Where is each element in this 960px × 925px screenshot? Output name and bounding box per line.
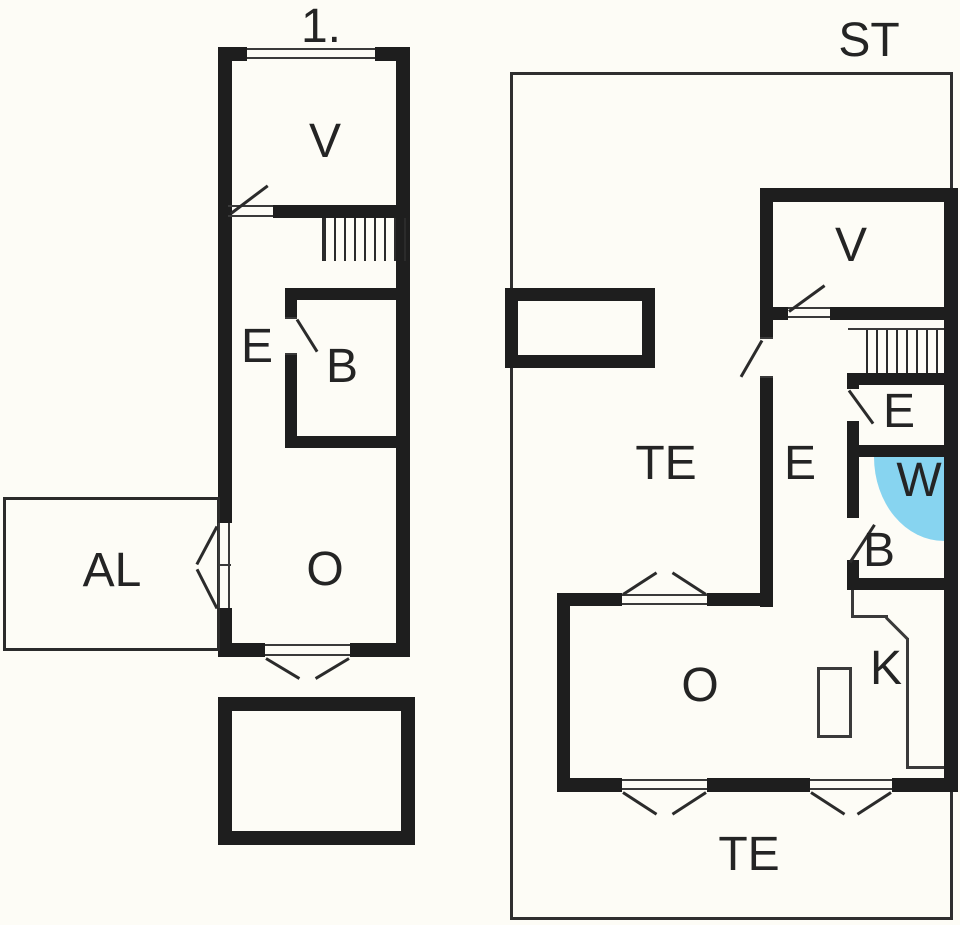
door-threshold <box>760 376 773 378</box>
door-threshold <box>265 654 350 656</box>
room-label-w: W <box>896 454 942 507</box>
stairs-first-floor <box>322 218 410 261</box>
first-floor-title: 1. <box>300 0 342 53</box>
wall <box>944 188 958 792</box>
wall <box>557 593 622 606</box>
wall <box>218 643 265 657</box>
door-threshold <box>788 316 830 318</box>
window <box>810 788 892 790</box>
room-label-e-hall: E <box>783 437 817 490</box>
wall <box>707 593 772 606</box>
room-label-te-west: TE <box>635 437 697 490</box>
room-label-o: O <box>681 659 719 712</box>
room-label-o: O <box>306 543 344 596</box>
kitchen-counter <box>851 615 888 618</box>
window <box>810 779 892 781</box>
wall <box>760 188 773 338</box>
wall <box>273 205 410 218</box>
wall <box>557 778 622 792</box>
door-threshold <box>622 603 707 605</box>
room-label-k: K <box>869 642 903 695</box>
balcony-outline <box>3 497 220 651</box>
window <box>622 788 707 790</box>
wall <box>760 307 788 320</box>
wall <box>557 593 570 792</box>
wall <box>707 778 810 792</box>
room-label-te-south: TE <box>718 828 780 881</box>
wall <box>285 288 410 300</box>
kitchen-counter <box>906 766 944 769</box>
door-leaf <box>265 657 301 680</box>
wall <box>847 421 859 518</box>
wall <box>285 436 410 448</box>
annex-outline <box>505 288 655 368</box>
room-label-al: AL <box>82 544 142 597</box>
wall <box>218 47 232 523</box>
room-label-e-small: E <box>882 385 916 438</box>
door-threshold <box>228 205 273 207</box>
room-label-v: V <box>308 115 342 168</box>
window <box>247 48 375 50</box>
wall <box>847 373 859 389</box>
fixture-outline <box>817 667 852 738</box>
ground-floor-title: ST <box>838 14 900 67</box>
wall <box>762 188 958 202</box>
door-leaf <box>295 318 319 353</box>
room-label-v: V <box>834 219 868 272</box>
door-threshold <box>285 353 297 355</box>
kitchen-counter <box>906 638 909 768</box>
stairs-edge <box>848 328 944 330</box>
room-label-b: B <box>325 340 359 393</box>
stairs-ground-floor <box>866 330 944 376</box>
wall <box>760 378 773 607</box>
room-label-e: E <box>240 320 274 373</box>
wall <box>285 300 297 318</box>
shed-outline <box>218 697 415 845</box>
wall <box>847 578 958 590</box>
window <box>622 779 707 781</box>
kitchen-counter <box>851 590 854 617</box>
room-label-b: B <box>862 524 896 577</box>
wall <box>830 307 944 320</box>
wall <box>285 354 297 448</box>
door-threshold <box>265 644 350 646</box>
door-threshold <box>285 317 297 319</box>
wall <box>396 47 410 657</box>
wall <box>847 373 958 385</box>
door-leaf <box>230 184 269 215</box>
wall <box>847 445 958 457</box>
door-leaf <box>314 657 350 680</box>
window <box>247 57 375 59</box>
wall <box>892 778 958 792</box>
door-threshold <box>788 307 830 309</box>
door-threshold <box>760 337 773 339</box>
wall <box>350 643 410 657</box>
door-threshold <box>622 594 707 596</box>
door-divider <box>218 564 231 566</box>
door-threshold <box>228 215 273 217</box>
